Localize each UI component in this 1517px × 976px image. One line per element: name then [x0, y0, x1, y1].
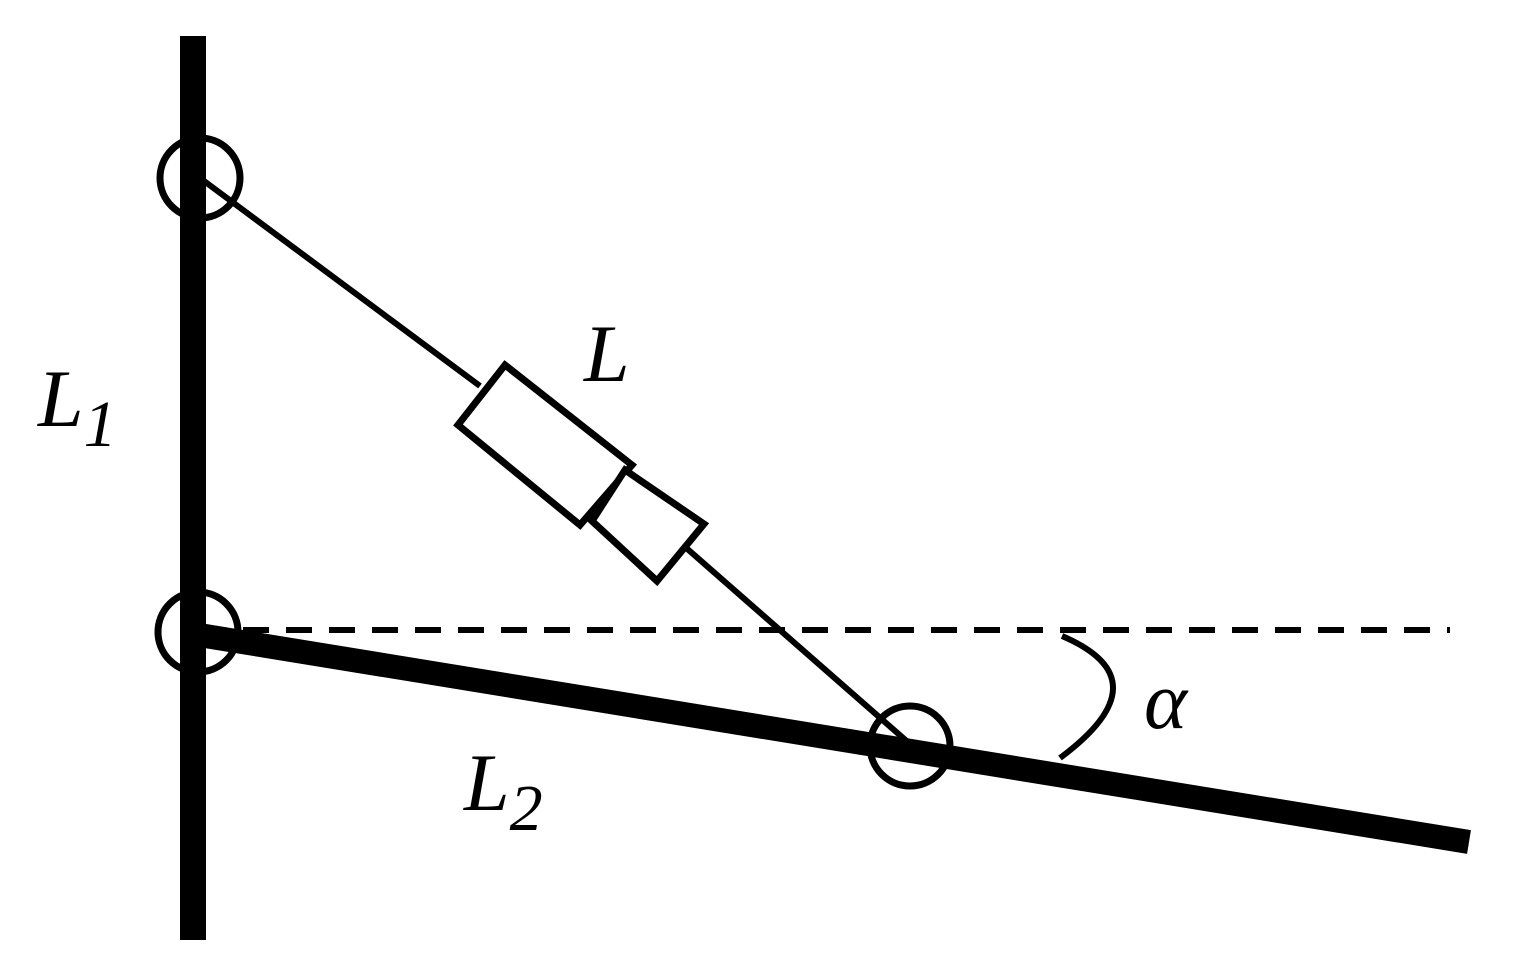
label-l2-main: L [463, 737, 510, 828]
label-alpha: α [1144, 655, 1189, 746]
label-l: L [583, 308, 630, 399]
upper-pin-joint [156, 134, 244, 222]
cylinder-piston [587, 465, 710, 587]
inclined-boom-l2 [191, 622, 1471, 854]
actuator-rod-lower [674, 536, 912, 747]
label-l1-main: L [37, 353, 84, 444]
label-l1: L1 [37, 353, 117, 461]
lower-pivot-joint [154, 588, 242, 676]
label-l1-subscript: 1 [84, 388, 117, 461]
actuator-rod-upper [198, 175, 482, 389]
label-l2-subscript: 2 [510, 772, 543, 845]
cylinder-body [453, 360, 638, 530]
boom-pin-joint [866, 702, 954, 790]
angle-alpha-arc [1058, 633, 1116, 761]
label-l2: L2 [463, 737, 543, 845]
